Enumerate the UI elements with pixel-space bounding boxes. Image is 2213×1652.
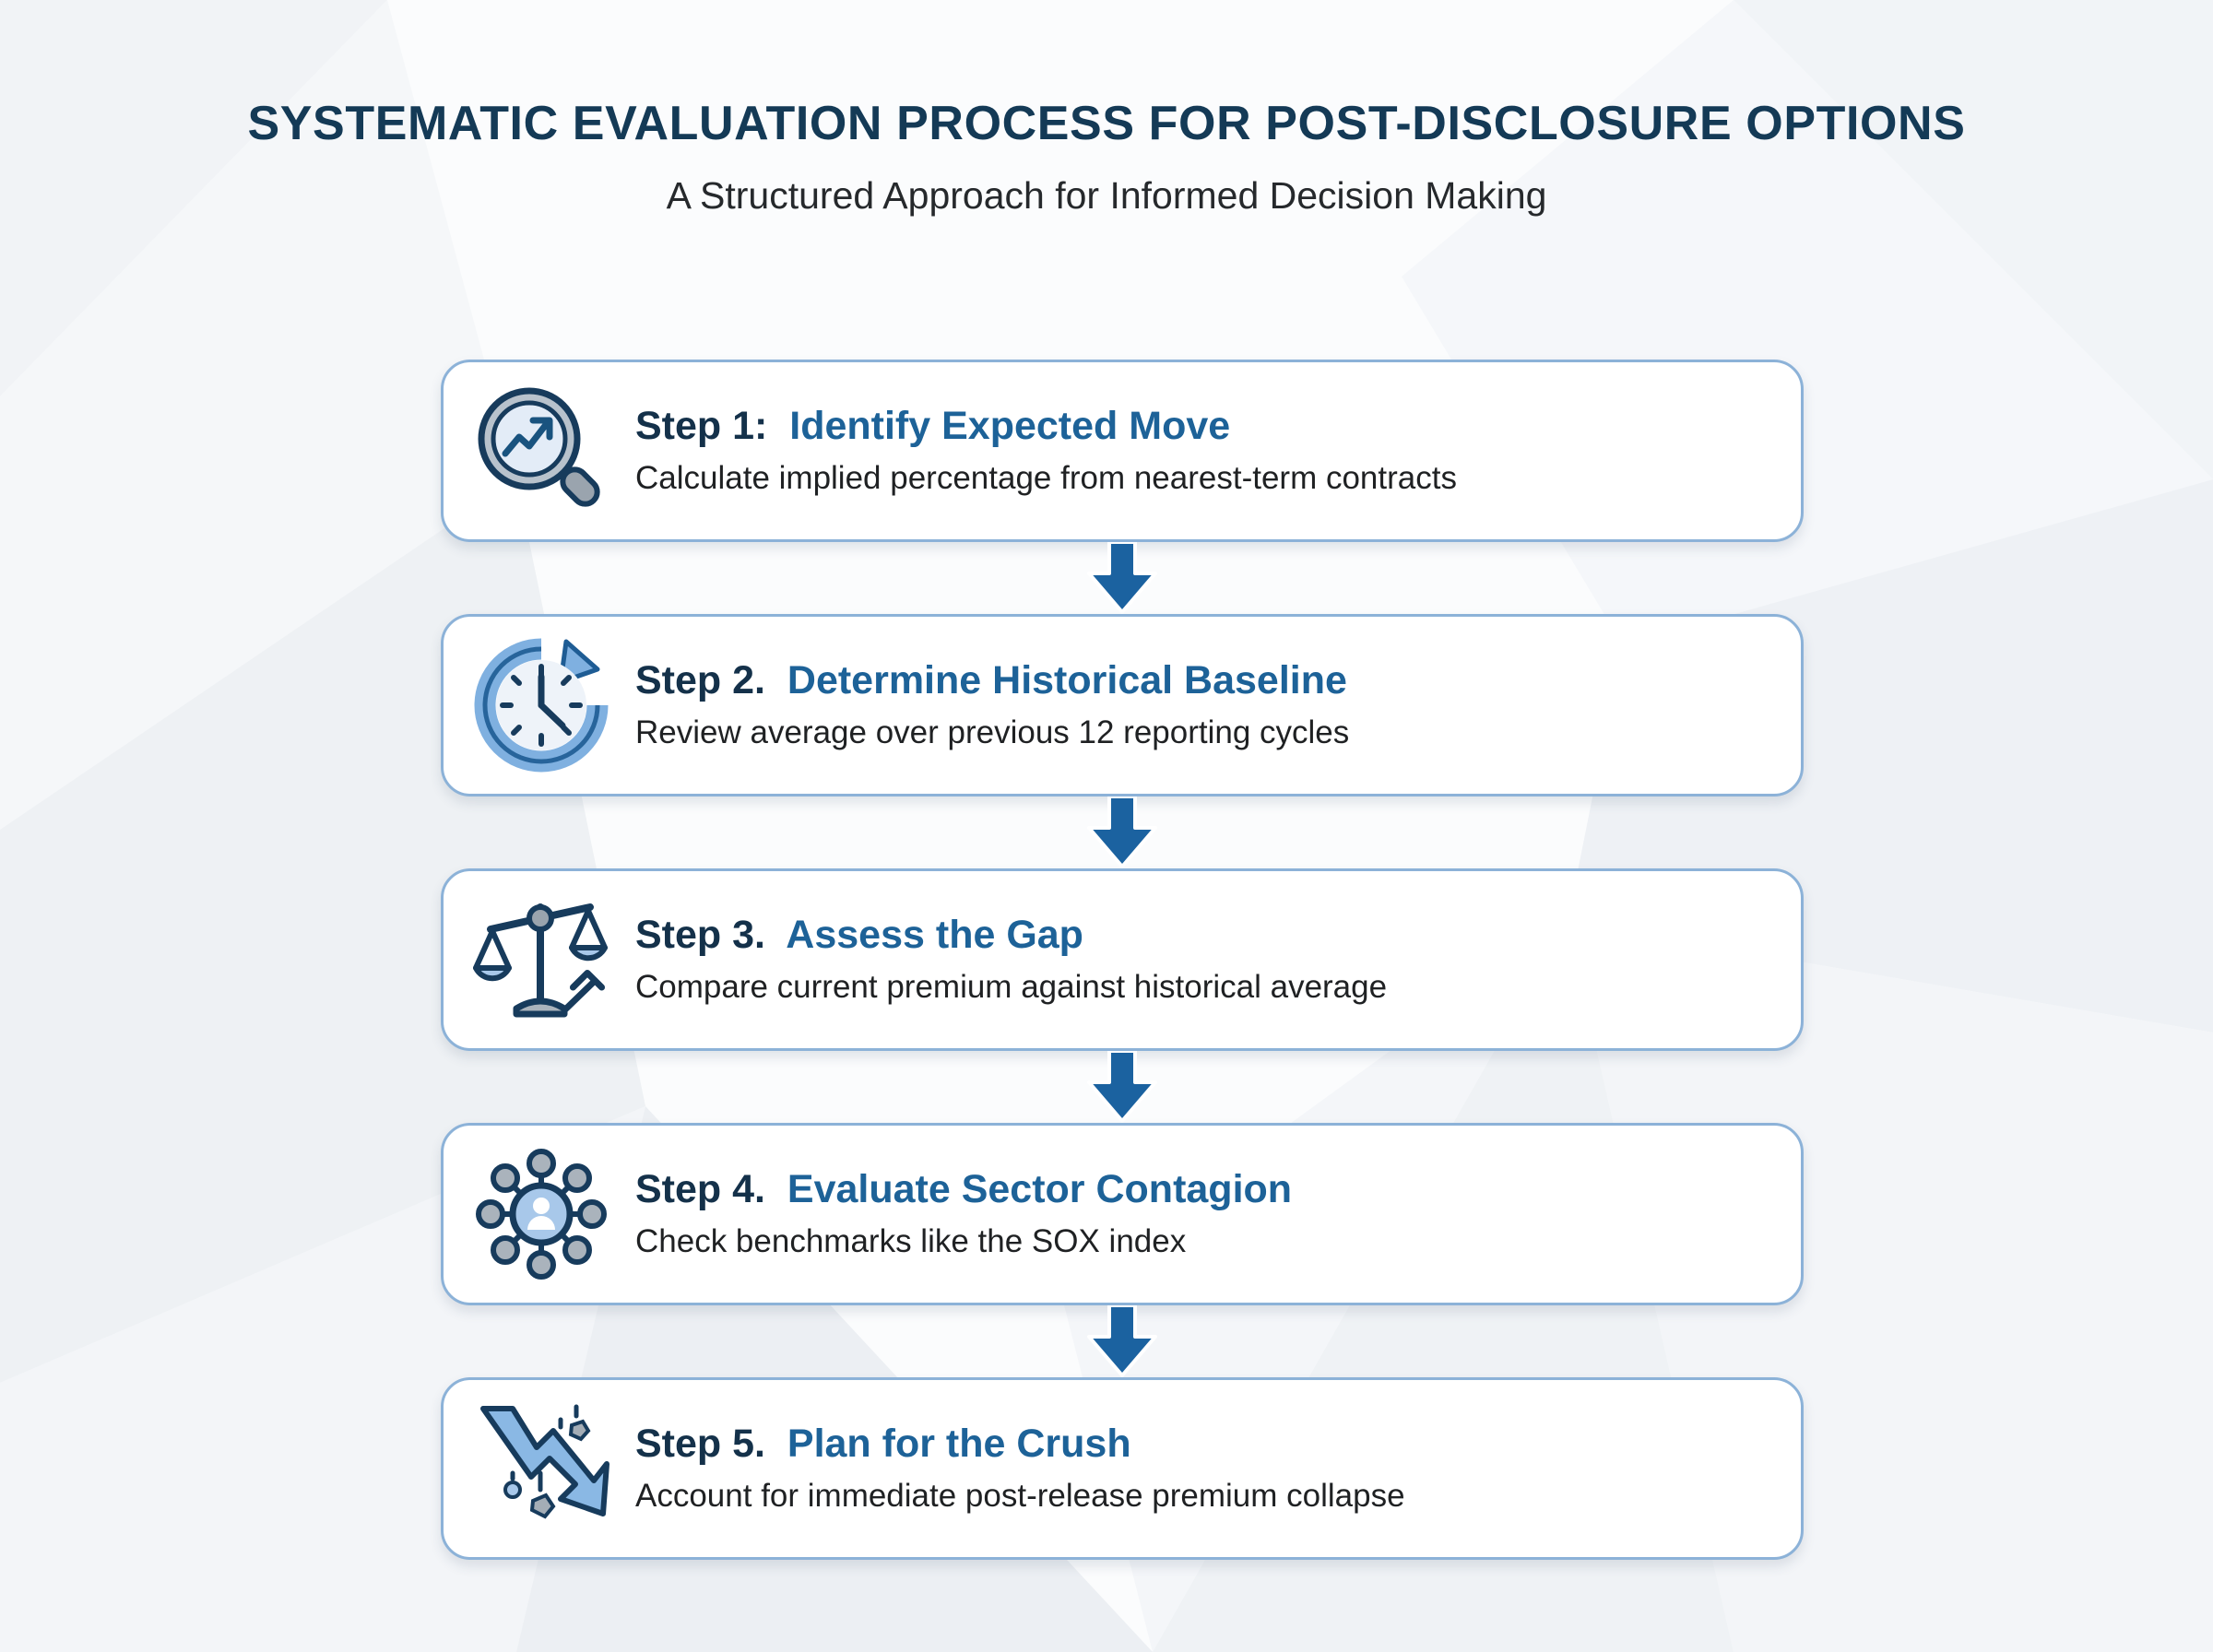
step-text-5: Step 5. Plan for the Crush Account for i… [619,1422,1801,1516]
step-label-2: Step 2. [635,657,776,702]
step-heading-1: Step 1: Identify Expected Move [635,404,1773,448]
step-label-5: Step 5. [635,1421,776,1466]
step-text-3: Step 3. Assess the Gap Compare current p… [619,913,1801,1007]
step-card-1[interactable]: Step 1: Identify Expected Move Calculate… [441,360,1804,542]
network-hub-icon [464,1137,619,1292]
step-description-3: Compare current premium against historic… [635,969,1388,1006]
step-title-4: Evaluate Sector Contagion [787,1166,1293,1211]
step-title-3: Assess the Gap [786,912,1083,957]
step-heading-5: Step 5. Plan for the Crush [635,1422,1773,1466]
step-title-2: Determine Historical Baseline [787,657,1347,702]
step-text-1: Step 1: Identify Expected Move Calculate… [619,404,1801,498]
step-description-1: Calculate implied percentage from neares… [635,460,1457,497]
step-card-5[interactable]: Step 5. Plan for the Crush Account for i… [441,1377,1804,1560]
header: SYSTEMATIC EVALUATION PROCESS FOR POST-D… [0,97,2213,218]
step-text-4: Step 4. Evaluate Sector Contagion Check … [619,1167,1801,1261]
arrow-step4-to-step5 [441,1305,1804,1377]
step-card-3[interactable]: Step 3. Assess the Gap Compare current p… [441,868,1804,1051]
arrow-step1-to-step2 [441,542,1804,614]
step-description-2: Review average over previous 12 reportin… [635,714,1350,751]
step-card-2[interactable]: Step 2. Determine Historical Baseline Re… [441,614,1804,796]
balance-scales-icon [464,882,619,1037]
step-heading-2: Step 2. Determine Historical Baseline [635,658,1773,702]
page-title: SYSTEMATIC EVALUATION PROCESS FOR POST-D… [247,97,1966,150]
step-title-5: Plan for the Crush [787,1421,1131,1466]
step-text-2: Step 2. Determine Historical Baseline Re… [619,658,1801,752]
step-label-1: Step 1: [635,403,779,448]
arrow-step3-to-step4 [441,1051,1804,1123]
step-heading-3: Step 3. Assess the Gap [635,913,1773,957]
step-description-4: Check benchmarks like the SOX index [635,1223,1187,1260]
declining-arrow-icon [464,1391,619,1546]
clock-history-icon [464,628,619,783]
step-heading-4: Step 4. Evaluate Sector Contagion [635,1167,1773,1211]
step-label-4: Step 4. [635,1166,776,1211]
step-description-5: Account for immediate post-release premi… [635,1478,1405,1515]
step-label-3: Step 3. [635,912,776,957]
step-card-4[interactable]: Step 4. Evaluate Sector Contagion Check … [441,1123,1804,1305]
magnifier-trend-icon [464,373,619,528]
process-flow: Step 1: Identify Expected Move Calculate… [441,360,1804,1560]
page-subtitle: A Structured Approach for Informed Decis… [666,174,1547,218]
arrow-step2-to-step3 [441,796,1804,868]
step-title-1: Identify Expected Move [789,403,1231,448]
